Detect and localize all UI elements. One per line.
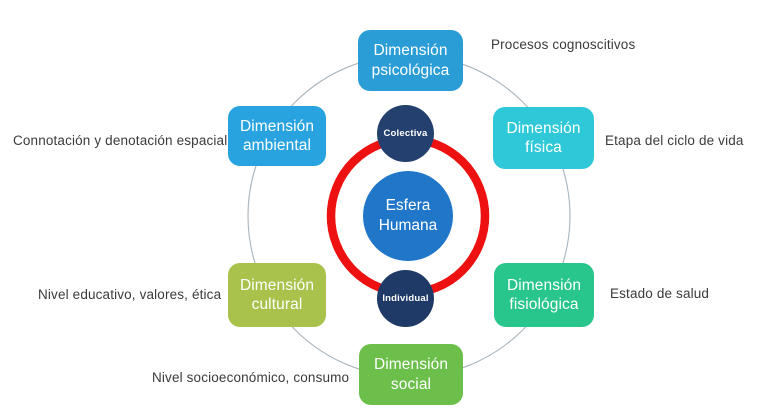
dimension-label-line1: Dimensión bbox=[239, 117, 315, 135]
dimension-box-cultural[interactable]: Dimensión cultural bbox=[228, 263, 326, 327]
dimension-label-line2: ambiental bbox=[242, 137, 312, 154]
dimension-label-line2: cultural bbox=[251, 296, 303, 313]
caption-fisica: Etapa del ciclo de vida bbox=[605, 133, 744, 148]
dimension-box-psicologica[interactable]: Dimensión psicológica bbox=[358, 30, 463, 91]
dimension-label-line2: psicológica bbox=[371, 61, 450, 79]
dimension-label-line1: Dimensión bbox=[239, 276, 315, 294]
dimension-box-fisica[interactable]: Dimensión física bbox=[493, 107, 594, 169]
core-label-line1: Esfera bbox=[385, 197, 431, 215]
dimension-box-fisiologica[interactable]: Dimensión fisiológica bbox=[494, 263, 594, 327]
dimension-label-line1: Dimensión bbox=[373, 356, 449, 374]
dimension-label-line2: física bbox=[525, 139, 562, 156]
pole-circle-colectiva[interactable]: Colectiva bbox=[377, 105, 434, 162]
pole-circle-individual[interactable]: Individual bbox=[377, 270, 434, 327]
dimension-box-social[interactable]: Dimensión social bbox=[359, 344, 463, 405]
caption-psicologica: Procesos cognoscitivos bbox=[491, 37, 636, 52]
dimension-label-line2: social bbox=[390, 375, 432, 393]
caption-fisiologica: Estado de salud bbox=[610, 286, 710, 301]
caption-cultural: Nivel educativo, valores, ética bbox=[38, 287, 222, 302]
pole-label: Colectiva bbox=[383, 128, 428, 139]
core-label-line2: Humana bbox=[378, 217, 438, 234]
dimension-box-ambiental[interactable]: Dimensión ambiental bbox=[228, 106, 326, 166]
core-circle-esfera-humana[interactable]: Esfera Humana bbox=[363, 171, 453, 261]
pole-label: Individual bbox=[382, 293, 429, 304]
caption-ambiental: Connotación y denotación espacial bbox=[13, 133, 228, 148]
dimension-label-line1: Dimensión bbox=[506, 276, 582, 294]
dimension-label-line1: Dimensión bbox=[373, 42, 448, 60]
dimension-label-line1: Dimensión bbox=[506, 119, 581, 137]
caption-social: Nivel socioeconómico, consumo bbox=[152, 370, 350, 385]
dimension-label-line2: fisiológica bbox=[509, 296, 579, 313]
